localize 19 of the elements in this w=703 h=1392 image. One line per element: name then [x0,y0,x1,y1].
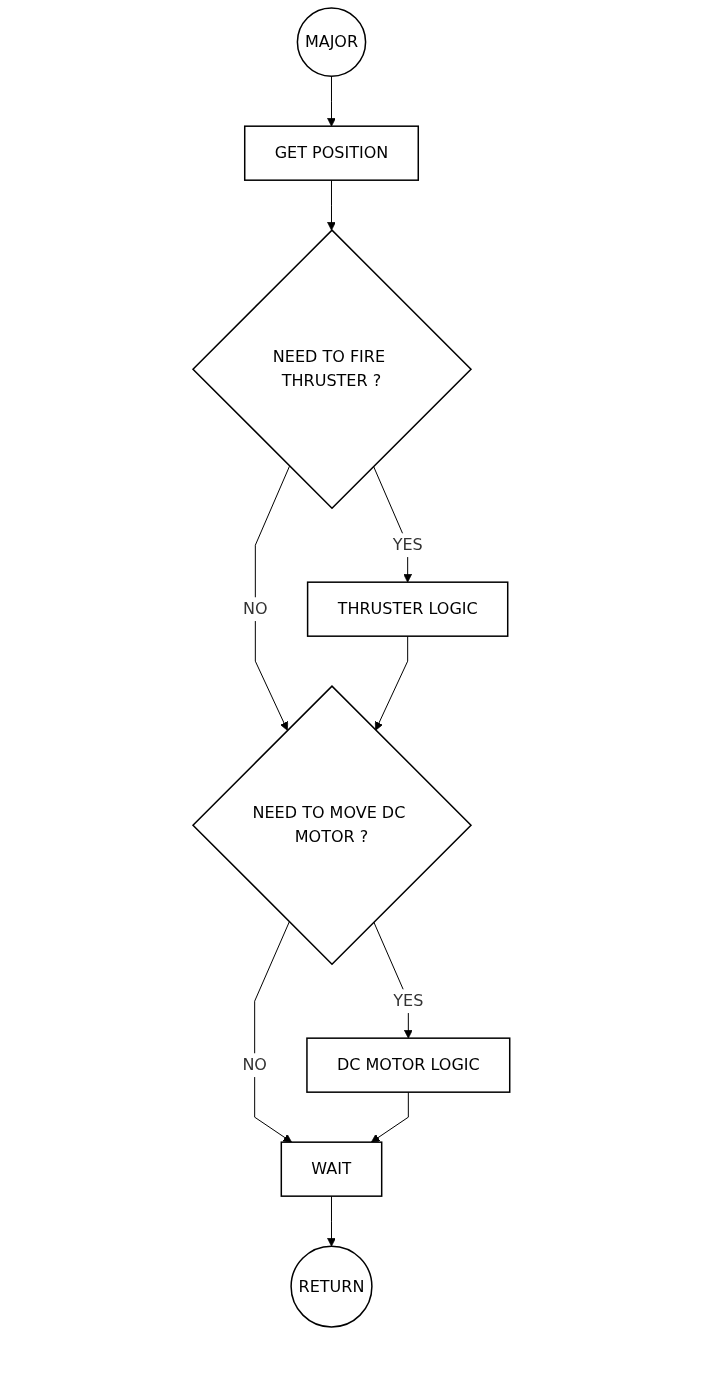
edge-label: YES [392,535,423,555]
edge-label: YES [393,991,424,1011]
arrow [327,1195,337,1247]
arrow [254,921,293,1143]
edge-label: NO [242,1055,268,1075]
arrow [375,635,409,731]
node-circle: RETURN [290,1245,373,1328]
node-diamond: NEED TO FIRE THRUSTER ? [192,229,473,510]
node-box: WAIT [280,1141,383,1197]
arrow [327,75,337,127]
node-box: DC MOTOR LOGIC [306,1037,511,1093]
arrow [254,465,291,731]
node-circle: MAJOR [296,7,367,77]
arrow [371,1091,409,1143]
edge-label: NO [243,599,268,619]
arrow [327,179,337,231]
node-box: THRUSTER LOGIC [307,581,509,637]
node-diamond: NEED TO MOVE DC MOTOR ? [192,685,473,966]
node-box: GET POSITION [244,125,420,181]
